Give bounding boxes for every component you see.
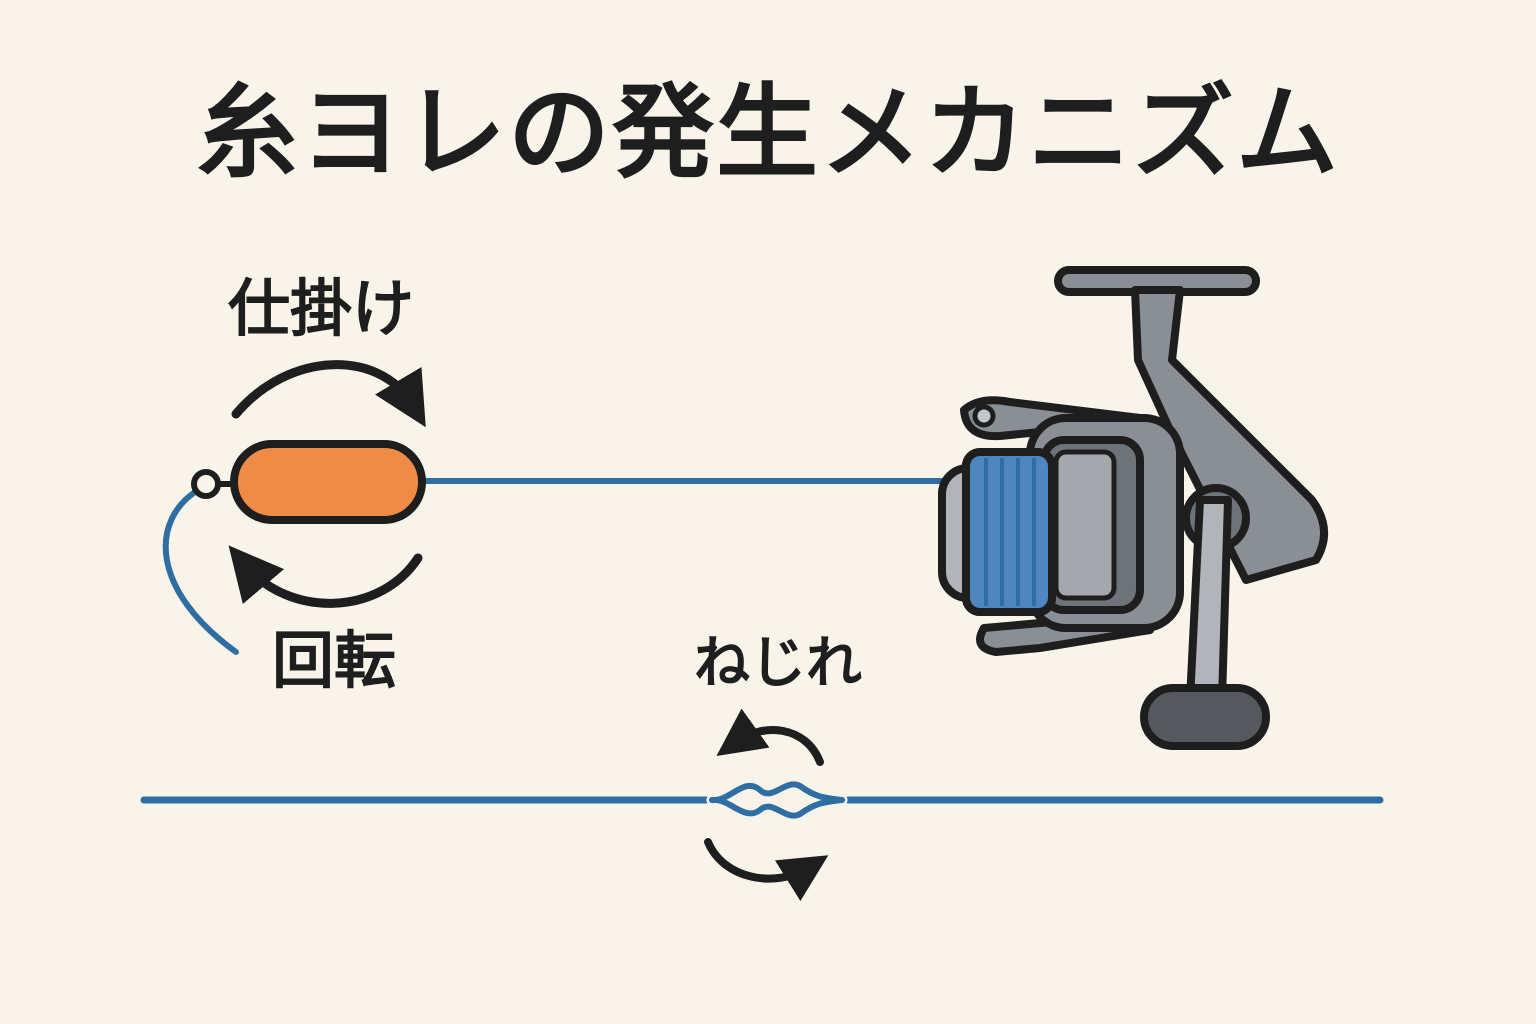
- rotation-arrow-bottom-icon: [228, 545, 423, 608]
- rotation-label: 回転: [272, 624, 397, 697]
- twist-arrow-top-icon: [716, 708, 824, 766]
- spinning-reel-icon: [938, 266, 1329, 750]
- leader-line: [162, 487, 239, 655]
- twist-arrow-bottom-icon: [704, 838, 829, 902]
- rotation-arrow-top-icon: [231, 360, 426, 428]
- sinker-icon: [191, 440, 426, 524]
- twist-label: ねじれ: [694, 631, 862, 696]
- rig-label: 仕掛け: [228, 272, 415, 345]
- diagram-title: 糸ヨレの発生メカニズム: [196, 74, 1340, 193]
